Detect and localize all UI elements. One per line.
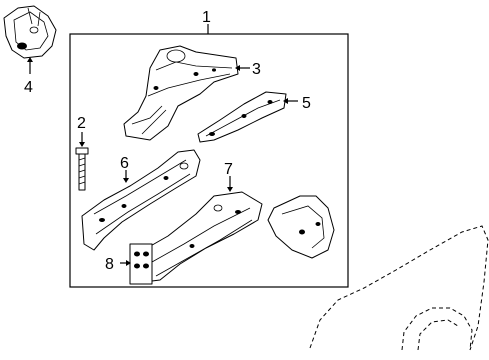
callout-7: 7 xyxy=(224,161,233,178)
callout-8-arrow xyxy=(126,260,131,266)
part-3-apron[interactable] xyxy=(123,45,239,141)
callout-2: 2 xyxy=(77,115,86,132)
callout-5-arrow xyxy=(283,98,288,104)
callout-2-arrow xyxy=(79,142,85,147)
callout-7-arrow xyxy=(227,187,233,192)
part-6-side-member[interactable] xyxy=(81,149,201,251)
callout-4-arrow xyxy=(27,57,33,62)
assembly-frame xyxy=(69,33,349,288)
callout-4: 4 xyxy=(24,79,33,96)
callout-6-arrow xyxy=(123,178,129,183)
callout-1: 1 xyxy=(202,9,211,26)
fender-outline xyxy=(309,225,489,351)
part-7-lower-member[interactable] xyxy=(139,191,263,283)
callout-3: 3 xyxy=(252,61,261,78)
part-5-rail-bracket[interactable] xyxy=(197,91,287,143)
part-4-bracket[interactable] xyxy=(3,5,57,59)
part-2-bolt[interactable] xyxy=(75,147,89,191)
callout-5: 5 xyxy=(302,95,311,112)
inner-bracket[interactable] xyxy=(267,195,335,259)
callout-3-arrow xyxy=(235,65,240,71)
callout-8: 8 xyxy=(105,256,114,273)
part-8-end-plate[interactable] xyxy=(129,243,153,285)
callout-6: 6 xyxy=(120,155,129,172)
